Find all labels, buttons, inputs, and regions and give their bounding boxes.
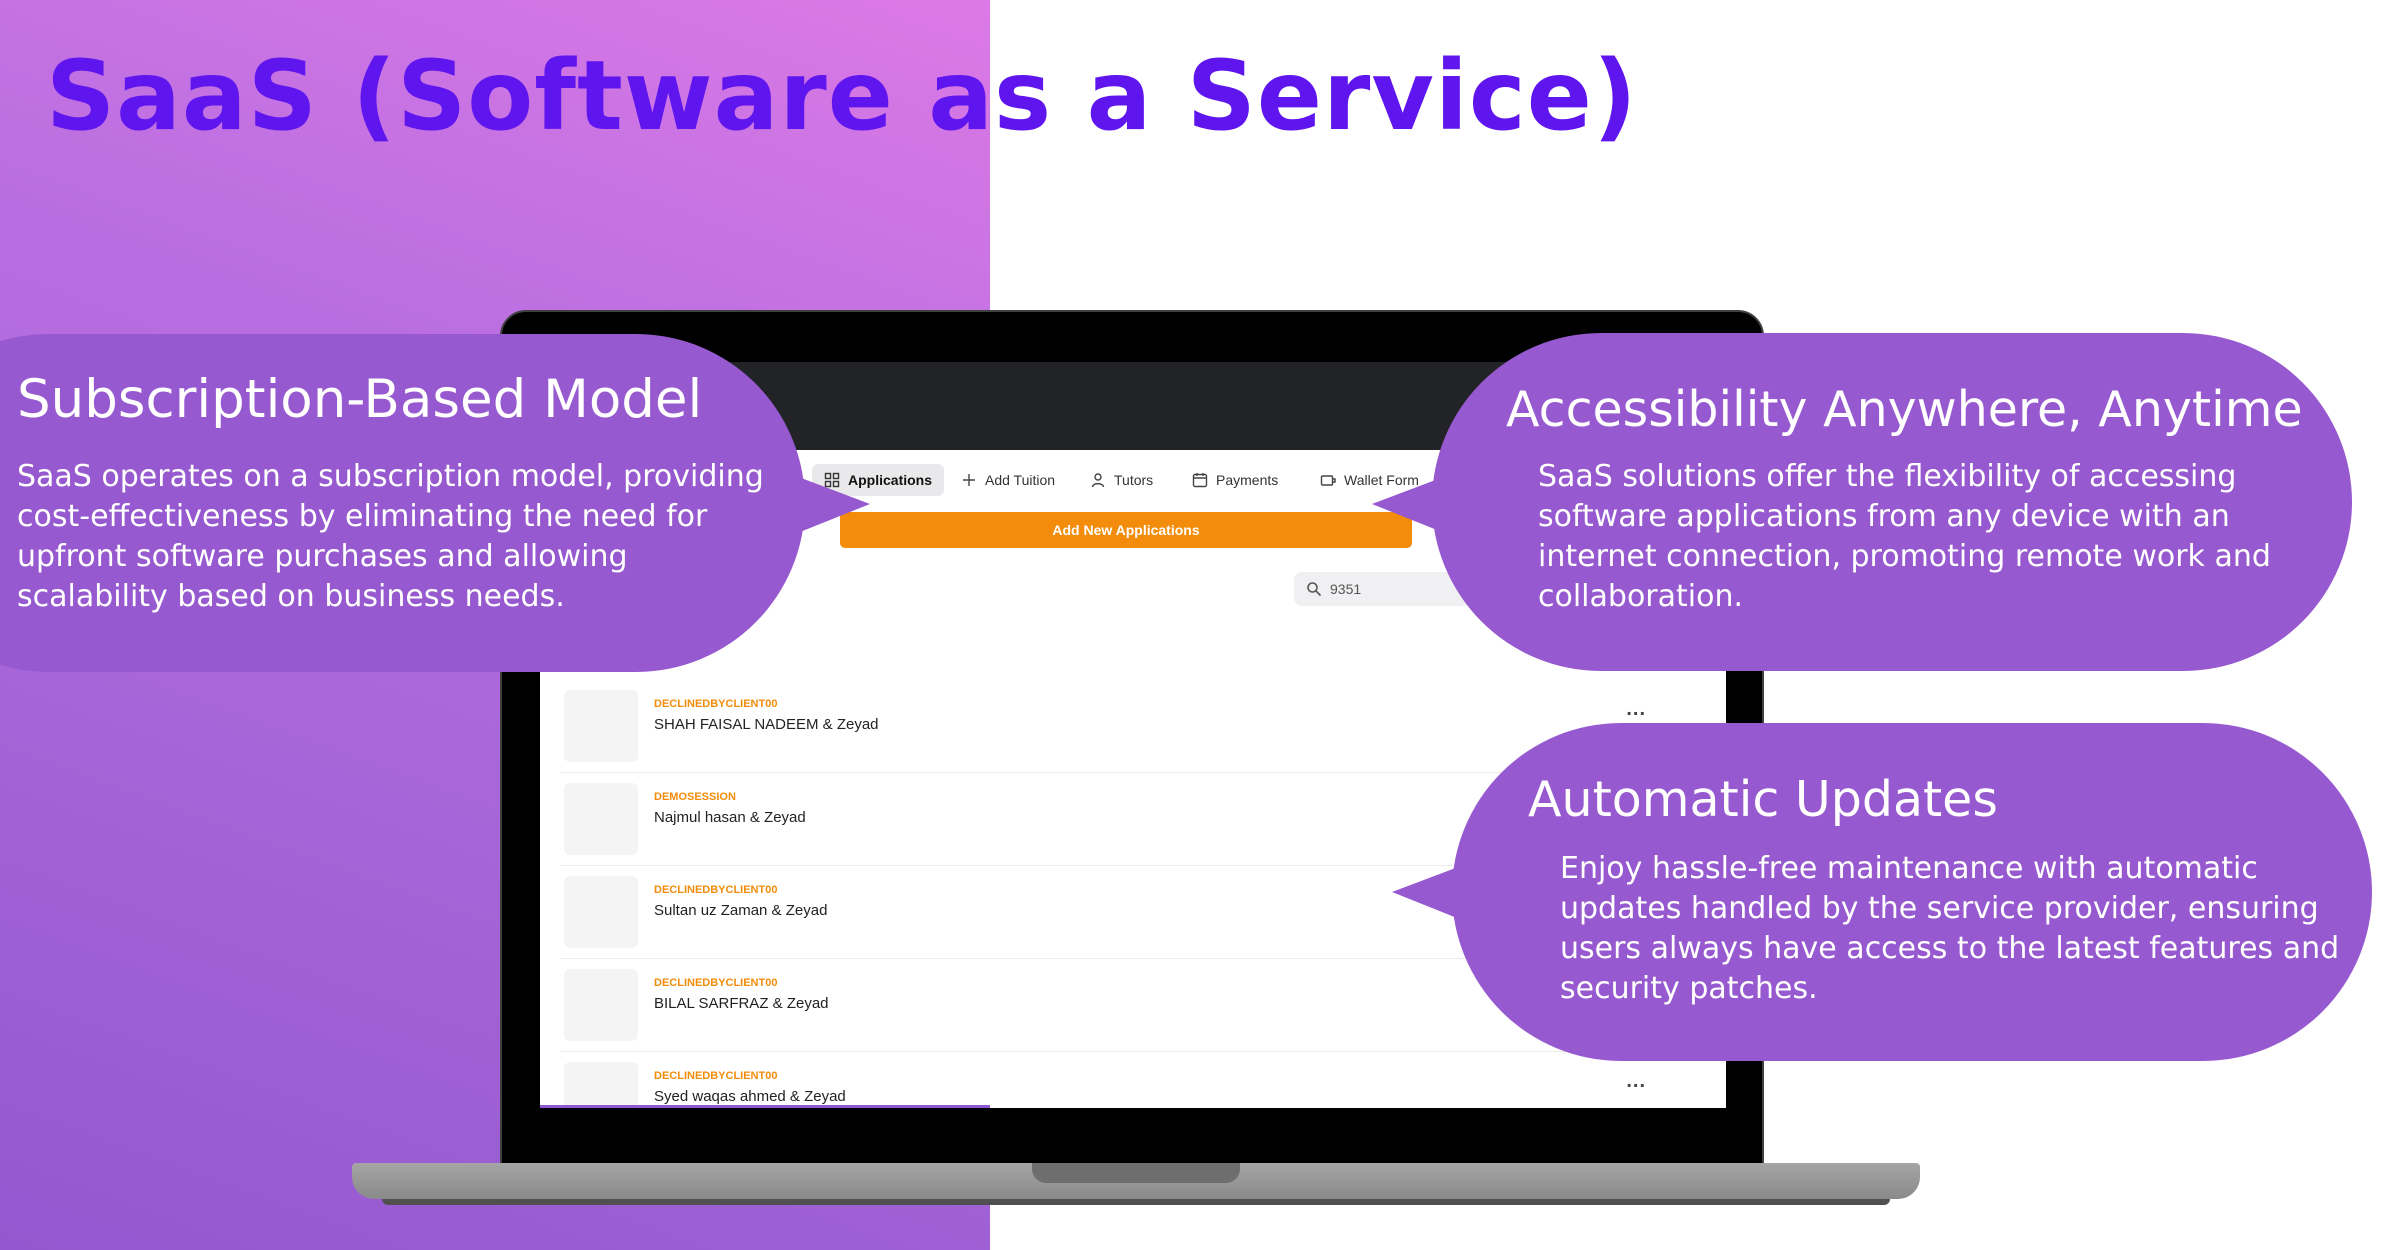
tab-label: Tutors [1114, 472, 1154, 488]
callout-heading: Subscription-Based Model [17, 369, 703, 430]
callout-body: SaaS operates on a subscription model, p… [17, 459, 764, 614]
thumbnail [564, 783, 638, 855]
plus-icon [963, 474, 975, 486]
calendar-icon [1192, 473, 1208, 488]
status-label: DECLINEDBYCLIENT00 [654, 1070, 778, 1082]
list-item[interactable]: DEMOSESSION Najmul hasan & Zeyad [560, 773, 1686, 866]
applicant-name: SHAH FAISAL NADEEM & Zeyad [654, 716, 879, 733]
tab-label: Payments [1216, 472, 1279, 488]
callout-subscription: Subscription-Based Model SaaS operates o… [0, 334, 805, 672]
status-label: DECLINEDBYCLIENT00 [654, 698, 778, 710]
callout-accessibility: Accessibility Anywhere, Anytime SaaS sol… [1432, 333, 2352, 671]
callout-body: SaaS solutions offer the flexibility of … [1538, 459, 2271, 614]
callout-heading: Accessibility Anywhere, Anytime [1506, 381, 2303, 438]
user-icon [1091, 473, 1105, 488]
laptop-notch [1032, 1163, 1240, 1183]
thumbnail [564, 876, 638, 948]
laptop-base-shadow [382, 1199, 1890, 1205]
status-label: DECLINEDBYCLIENT00 [654, 977, 778, 989]
callout-body: Enjoy hassle-free maintenance with autom… [1560, 851, 2340, 1006]
grid-icon [824, 472, 840, 488]
thumbnail [564, 690, 638, 762]
tab-label: Applications [848, 472, 933, 488]
tab-wallet-form[interactable]: Wallet Form [1308, 464, 1431, 496]
search-input[interactable]: 9351 [1294, 572, 1474, 606]
tab-add-tuition[interactable]: Add Tuition [949, 464, 1067, 496]
callout-heading: Automatic Updates [1528, 771, 1998, 828]
applications-list: DECLINEDBYCLIENT00 SHAH FAISAL NADEEM & … [560, 680, 1686, 1108]
status-label: DEMOSESSION [654, 791, 736, 803]
page-title: SaaS (Software as a Service) [46, 40, 1638, 152]
applicant-name: Najmul hasan & Zeyad [654, 809, 806, 826]
thumbnail [564, 969, 638, 1041]
tab-label: Wallet Form [1344, 472, 1419, 488]
applicant-name: Sultan uz Zaman & Zeyad [654, 902, 828, 919]
list-item[interactable]: DECLINEDBYCLIENT00 Sultan uz Zaman & Zey… [560, 866, 1686, 959]
applicant-name: BILAL SARFRAZ & Zeyad [654, 995, 829, 1012]
add-new-applications-button[interactable]: Add New Applications [840, 512, 1412, 548]
list-item[interactable]: DECLINEDBYCLIENT00 SHAH FAISAL NADEEM & … [560, 680, 1686, 773]
callout-updates: Automatic Updates Enjoy hassle-free main… [1452, 723, 2372, 1061]
status-label: DECLINEDBYCLIENT00 [654, 884, 778, 896]
list-item[interactable]: DECLINEDBYCLIENT00 BILAL SARFRAZ & Zeyad [560, 959, 1686, 1052]
thumbnail [564, 1062, 638, 1108]
scroll-indicator [540, 1105, 990, 1108]
more-options-icon[interactable]: ... [1626, 698, 1646, 720]
wallet-icon [1320, 475, 1336, 486]
list-item[interactable]: DECLINEDBYCLIENT00 Syed waqas ahmed & Ze… [560, 1052, 1686, 1108]
tab-payments[interactable]: Payments [1180, 464, 1290, 496]
applicant-name: Syed waqas ahmed & Zeyad [654, 1088, 846, 1105]
more-options-icon[interactable]: ... [1626, 1070, 1646, 1092]
search-icon [1307, 582, 1322, 597]
tab-label: Add Tuition [985, 472, 1056, 488]
search-value: 9351 [1330, 581, 1362, 597]
tab-applications[interactable]: Applications [812, 464, 945, 496]
tab-tutors[interactable]: Tutors [1078, 464, 1165, 496]
